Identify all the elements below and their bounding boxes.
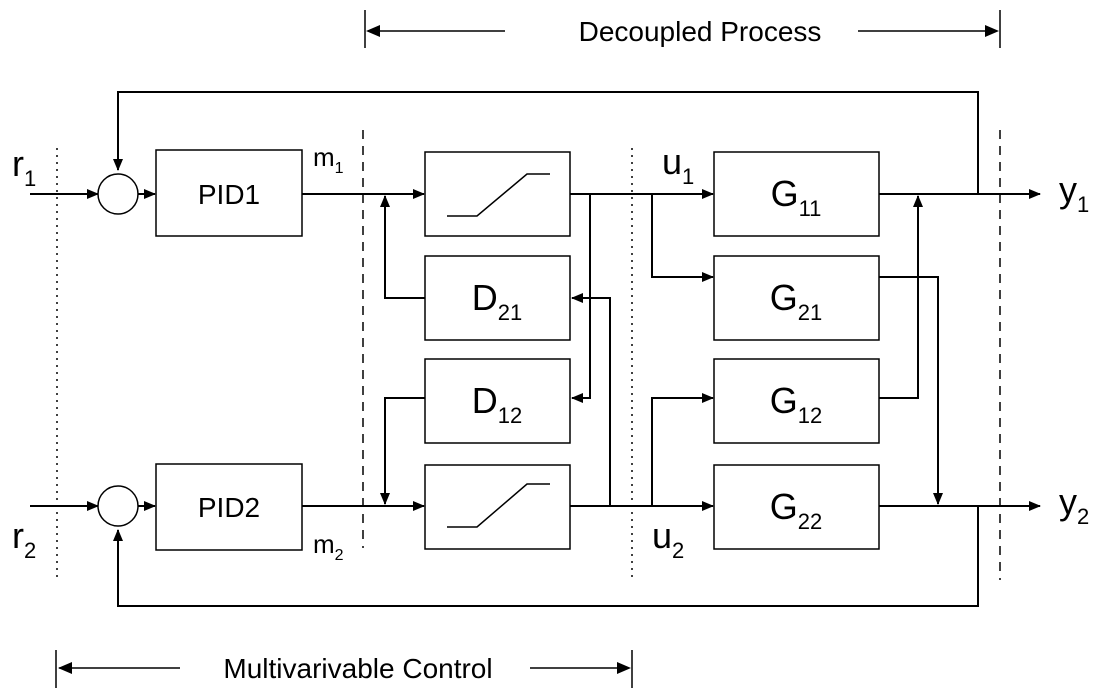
pid2-label: PID2 bbox=[198, 492, 260, 523]
y1-label: y1 bbox=[1059, 169, 1089, 217]
pid1-label: PID1 bbox=[198, 179, 260, 210]
multivariable-control-label: Multivarivable Control bbox=[223, 653, 492, 684]
r2-label: r2 bbox=[12, 515, 36, 563]
g21-label: G21 bbox=[770, 277, 823, 325]
saturation-block-2 bbox=[424, 464, 571, 550]
feedback-loop-y1 bbox=[113, 91, 979, 194]
g21-block bbox=[713, 255, 880, 341]
saturation-curve-2 bbox=[447, 483, 550, 528]
u2-to-d21 bbox=[571, 293, 611, 506]
saturation-curve-1 bbox=[447, 173, 550, 217]
g12-block bbox=[713, 358, 880, 444]
g22-label: G22 bbox=[770, 486, 823, 534]
m2-label: m2 bbox=[313, 529, 344, 564]
g22-block bbox=[713, 464, 880, 550]
decoupled-process-span: Decoupled Process bbox=[364, 10, 1001, 48]
feedback-loop-y2 bbox=[113, 506, 979, 607]
u2-label: u2 bbox=[652, 515, 684, 563]
summing-junction-2 bbox=[97, 485, 139, 527]
decoupled-process-label: Decoupled Process bbox=[579, 16, 822, 47]
d12-block bbox=[424, 358, 571, 444]
u1-label: u1 bbox=[662, 141, 694, 189]
r1-label: r1 bbox=[12, 143, 36, 191]
u1-to-d12 bbox=[571, 194, 591, 403]
g11-label: G11 bbox=[771, 173, 822, 221]
span-arrowhead-left-bottom bbox=[58, 662, 72, 674]
u2-to-g12 bbox=[651, 393, 714, 506]
g12-label: G12 bbox=[770, 380, 823, 428]
d12-label: D12 bbox=[472, 380, 522, 428]
g12-to-y1 bbox=[879, 195, 923, 399]
pid2-block bbox=[155, 463, 303, 551]
g21-to-y2 bbox=[879, 276, 943, 505]
span-arrowhead-left bbox=[366, 25, 380, 37]
u1-to-g21 bbox=[651, 194, 714, 282]
span-arrowhead-right bbox=[985, 25, 999, 37]
y2-label: y2 bbox=[1059, 481, 1089, 529]
summing-junction-1 bbox=[97, 173, 139, 215]
d21-label: D21 bbox=[472, 277, 522, 325]
span-arrowhead-right-bottom bbox=[617, 662, 631, 674]
pid1-block bbox=[155, 149, 303, 237]
d21-block bbox=[424, 255, 571, 341]
m1-label: m1 bbox=[313, 142, 344, 177]
d21-to-m1 bbox=[380, 195, 425, 299]
multivariable-control-span: Multivarivable Control bbox=[55, 650, 633, 688]
g11-block bbox=[713, 151, 880, 237]
saturation-block-1 bbox=[424, 151, 571, 237]
d12-to-m2 bbox=[380, 397, 425, 505]
